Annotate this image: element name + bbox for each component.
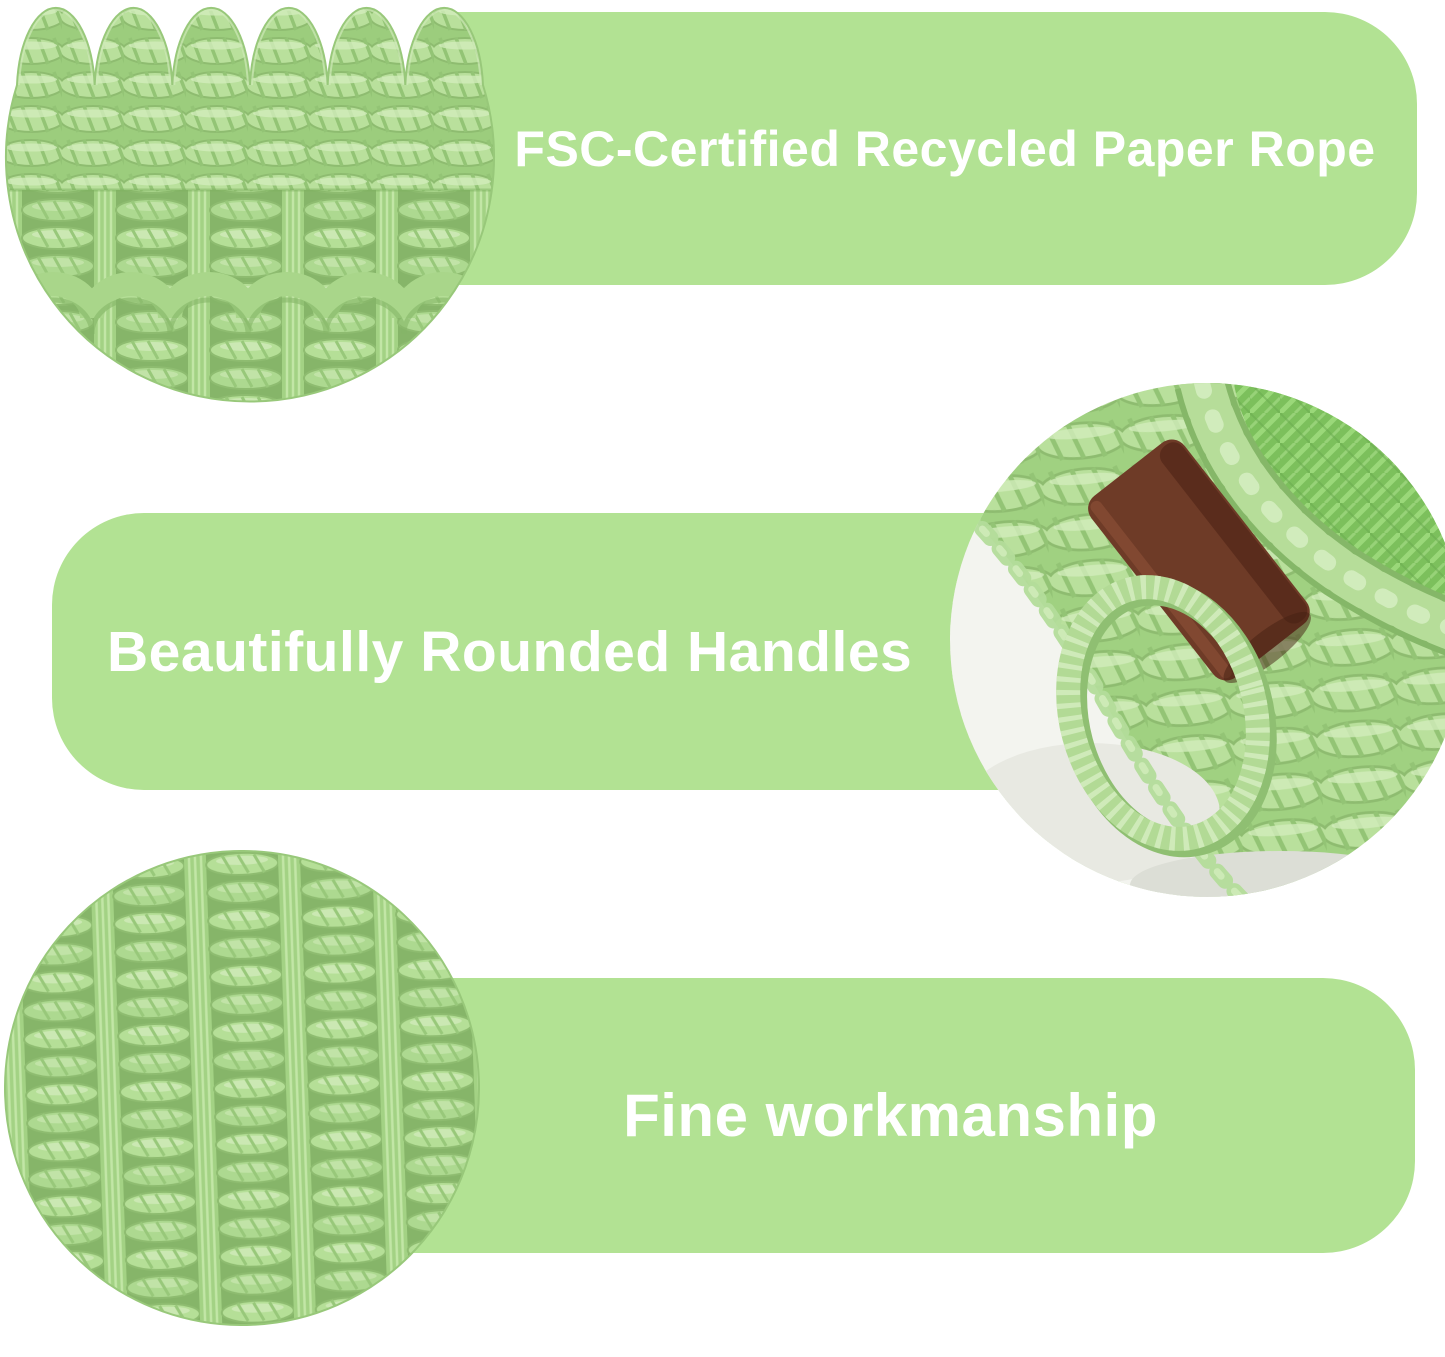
photo-edge: [4, 850, 480, 1326]
feature-banner-workmanship: Fine workmanship: [405, 978, 1415, 1253]
basket-weave-texture-closeup-photo: [4, 850, 480, 1326]
rope-handle-ring: [1056, 575, 1277, 858]
feature-label-workmanship: Fine workmanship: [623, 1082, 1158, 1149]
highlight-speck: [1382, 413, 1394, 425]
woven-rim-texture: [5, 7, 494, 402]
leather-strap: [1088, 439, 1311, 684]
feature-label-handles: Beautifully Rounded Handles: [107, 619, 913, 684]
feature-label-paper-rope: FSC-Certified Recycled Paper Rope: [514, 120, 1376, 177]
weave-texture: [4, 851, 479, 1325]
basket-rounded-handle-closeup-photo: [950, 383, 1445, 897]
basket-scalloped-rim-closeup-photo: [5, 7, 495, 403]
rim-braid: [1174, 383, 1445, 662]
feature-banner-handles: Beautifully Rounded Handles: [52, 513, 1005, 790]
feature-banner-paper-rope: FSC-Certified Recycled Paper Rope: [440, 12, 1417, 285]
highlight-speck: [1420, 471, 1428, 479]
photo-edge: [5, 7, 495, 403]
